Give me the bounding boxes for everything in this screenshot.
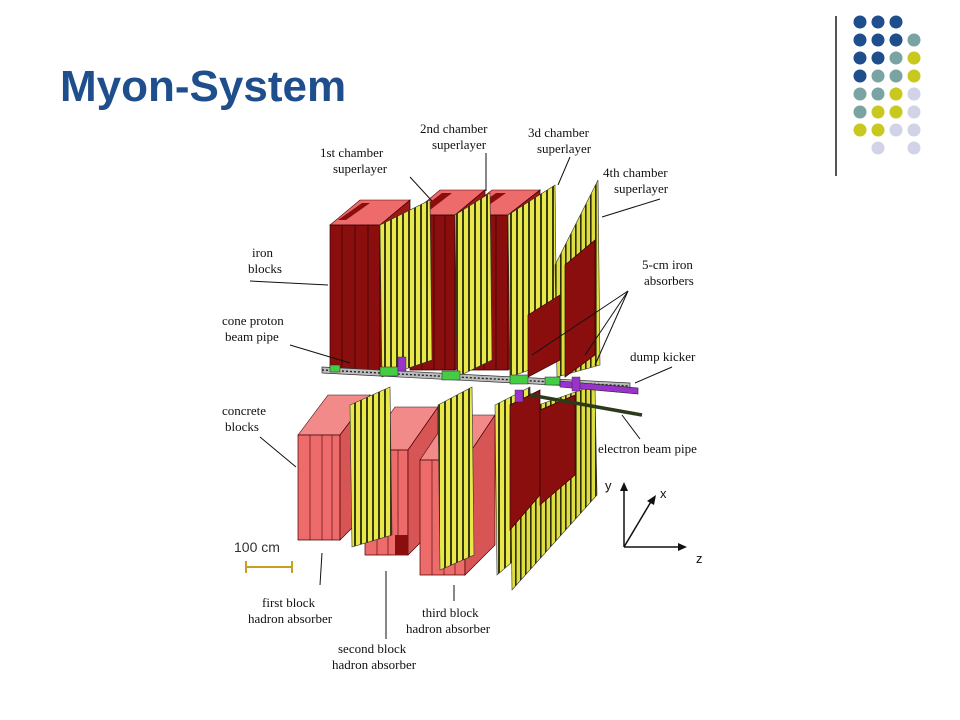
label-iron-absorbers: 5-cm iron absorbers [531, 257, 694, 366]
scale-bar: 100 cm [234, 539, 293, 573]
svg-text:superlayer: superlayer [614, 181, 669, 196]
label-dump-kicker: dump kicker [630, 349, 696, 384]
svg-text:third block: third block [422, 605, 479, 620]
label-2nd-chamber: 2nd chamber superlayer [420, 121, 488, 191]
decorative-dot [853, 123, 867, 137]
decorative-dot [871, 33, 885, 47]
axis-z-label: z [696, 551, 703, 566]
decorative-dot [907, 69, 921, 83]
svg-text:1st chamber: 1st chamber [320, 145, 384, 160]
svg-text:dump kicker: dump kicker [630, 349, 696, 364]
title-divider [835, 16, 837, 176]
decorative-dot [871, 87, 885, 101]
decorative-dot [907, 87, 921, 101]
decorative-dot [907, 123, 921, 137]
electron-beam-pipe [529, 393, 643, 417]
decorative-dot [907, 105, 921, 119]
svg-text:superlayer: superlayer [333, 161, 388, 176]
chamber-superlayer-2-lower [437, 386, 475, 571]
iron-absorber-1-upper [527, 294, 561, 378]
pipe-flange-3 [571, 376, 581, 392]
decorative-dot [889, 51, 903, 65]
decorative-dot [889, 105, 903, 119]
svg-text:superlayer: superlayer [432, 137, 487, 152]
svg-text:hadron absorber: hadron absorber [248, 611, 333, 626]
label-iron-blocks: iron blocks [248, 245, 329, 286]
label-concrete-blocks: concrete blocks [222, 403, 297, 468]
chamber-superlayer-1-lower [349, 386, 393, 548]
decorative-dot [889, 123, 903, 137]
decorative-dot [889, 33, 903, 47]
iron-absorber-2-upper [564, 239, 596, 378]
label-3d-chamber: 3d chamber superlayer [528, 125, 592, 186]
decorative-dot [871, 123, 885, 137]
label-1st-chamber: 1st chamber superlayer [320, 145, 433, 202]
svg-text:superlayer: superlayer [537, 141, 592, 156]
decorative-dot [853, 33, 867, 47]
decorative-dot [871, 69, 885, 83]
svg-text:hadron absorber: hadron absorber [406, 621, 491, 636]
label-first-block: first block hadron absorber [248, 552, 333, 626]
svg-text:concrete: concrete [222, 403, 266, 418]
decorative-dot [853, 87, 867, 101]
svg-text:hadron absorber: hadron absorber [332, 657, 417, 672]
decorative-dot [871, 141, 885, 155]
decorative-dot [907, 33, 921, 47]
decorative-dot [889, 15, 903, 29]
svg-text:first block: first block [262, 595, 316, 610]
label-third-block: third block hadron absorber [406, 585, 491, 636]
svg-text:second block: second block [338, 641, 407, 656]
decorative-dot [889, 87, 903, 101]
slide-title: Myon-System [60, 62, 347, 111]
coordinate-axes: y x z [605, 478, 703, 566]
svg-text:5-cm iron: 5-cm iron [642, 257, 693, 272]
decorative-dot [853, 15, 867, 29]
axis-x-label: x [660, 486, 667, 501]
myon-system-diagram: 1st chamber superlayer 2nd chamber super… [222, 121, 703, 672]
chamber-superlayer-1-upper [379, 199, 433, 378]
label-cone-proton-beam-pipe: cone proton beam pipe [222, 313, 351, 364]
svg-text:absorbers: absorbers [644, 273, 694, 288]
decorative-dot [853, 51, 867, 65]
decorative-dot [853, 69, 867, 83]
decorative-dot [871, 15, 885, 29]
svg-text:blocks: blocks [225, 419, 259, 434]
decorative-dot-grid [853, 15, 921, 155]
svg-text:blocks: blocks [248, 261, 282, 276]
label-electron-beam-pipe: electron beam pipe [598, 414, 697, 456]
label-4th-chamber: 4th chamber superlayer [601, 165, 669, 218]
decorative-dot [889, 69, 903, 83]
axis-y-label: y [605, 478, 612, 493]
svg-text:cone proton: cone proton [222, 313, 284, 328]
svg-text:4th chamber: 4th chamber [603, 165, 668, 180]
chamber-superlayer-2-upper [454, 192, 493, 378]
svg-text:2nd chamber: 2nd chamber [420, 121, 488, 136]
label-second-block: second block hadron absorber [332, 571, 417, 672]
decorative-dot [871, 51, 885, 65]
decorative-dot [907, 51, 921, 65]
svg-text:100 cm: 100 cm [234, 539, 280, 555]
svg-text:electron beam pipe: electron beam pipe [598, 441, 697, 456]
decorative-dot [907, 141, 921, 155]
pipe-flange-2 [514, 389, 524, 403]
decorative-dot [871, 105, 885, 119]
decorative-dot [853, 105, 867, 119]
svg-text:iron: iron [252, 245, 273, 260]
svg-text:3d chamber: 3d chamber [528, 125, 590, 140]
svg-text:beam pipe: beam pipe [225, 329, 279, 344]
pipe-flange-1 [397, 356, 407, 372]
